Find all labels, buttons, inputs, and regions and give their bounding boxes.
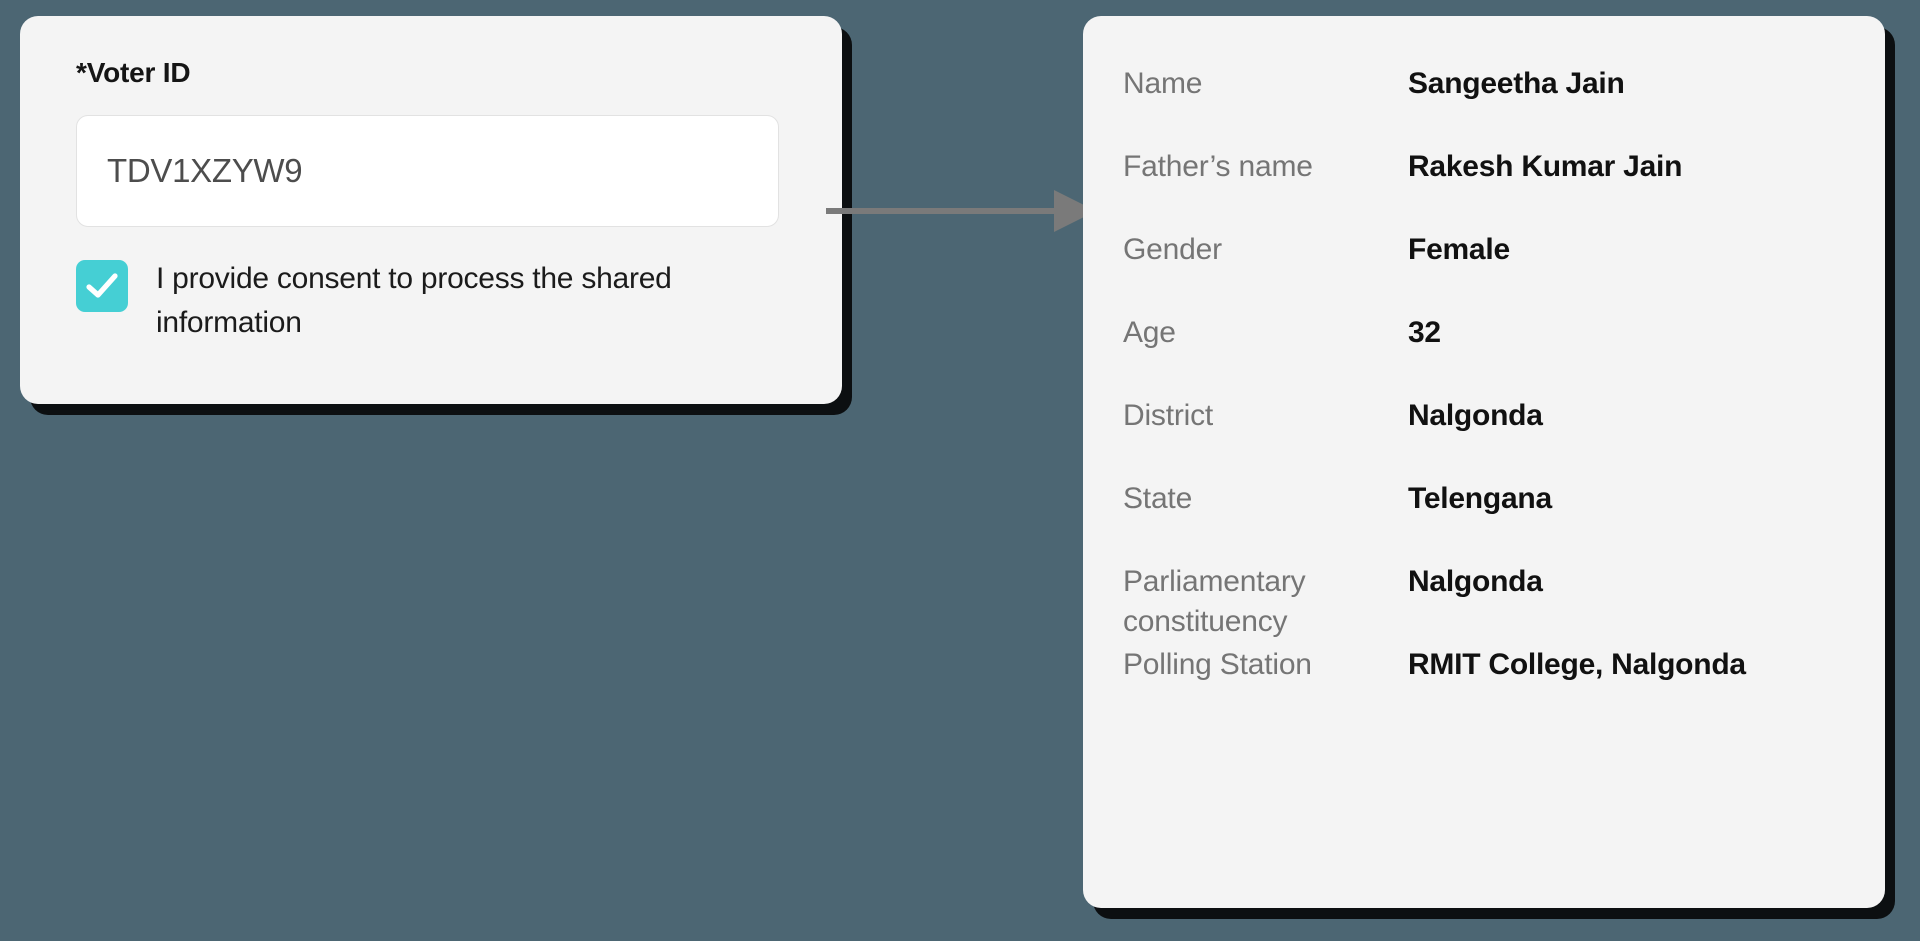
detail-row: Gender Female (1083, 230, 1885, 313)
voter-id-form-card: *Voter ID TDV1XZYW9 I provide consent to… (20, 16, 842, 404)
voter-id-label: *Voter ID (76, 57, 786, 89)
detail-label: Gender (1123, 233, 1222, 266)
voter-id-input[interactable]: TDV1XZYW9 (76, 114, 779, 227)
detail-row: District Nalgonda (1083, 396, 1885, 479)
detail-row: State Telengana (1083, 479, 1885, 562)
detail-value: RMIT College, Nalgonda (1408, 648, 1746, 681)
detail-row: Name Sangeetha Jain (1083, 64, 1885, 147)
detail-value: Female (1408, 233, 1510, 266)
voter-id-input-value: TDV1XZYW9 (107, 152, 303, 190)
detail-row: Father’s name Rakesh Kumar Jain (1083, 147, 1885, 230)
arrow-right-icon (826, 190, 1096, 232)
detail-label: District (1123, 399, 1214, 432)
detail-value: Nalgonda (1408, 399, 1543, 432)
detail-label: Polling Station (1123, 648, 1312, 681)
consent-row[interactable]: I provide consent to process the shared … (76, 257, 786, 346)
detail-value: Telengana (1408, 482, 1552, 515)
required-marker: * (76, 57, 87, 88)
detail-label: Name (1123, 67, 1203, 100)
consent-label: I provide consent to process the shared … (156, 261, 672, 340)
detail-row: Polling Station RMIT College, Nalgonda (1083, 645, 1885, 728)
detail-label: Father’s name (1123, 150, 1313, 183)
consent-checkbox[interactable] (76, 259, 128, 312)
detail-label: Parliamentary constituency (1123, 565, 1306, 638)
detail-value: 32 (1408, 316, 1441, 349)
detail-row: Age 32 (1083, 313, 1885, 396)
detail-value: Nalgonda (1408, 565, 1543, 598)
detail-row: Parliamentary constituency Nalgonda (1083, 562, 1885, 645)
detail-label: Age (1123, 316, 1176, 349)
detail-value: Sangeetha Jain (1408, 67, 1625, 100)
check-icon (86, 273, 118, 298)
voter-id-label-text: Voter ID (86, 57, 191, 88)
detail-label: State (1123, 482, 1193, 515)
detail-value: Rakesh Kumar Jain (1408, 150, 1683, 183)
